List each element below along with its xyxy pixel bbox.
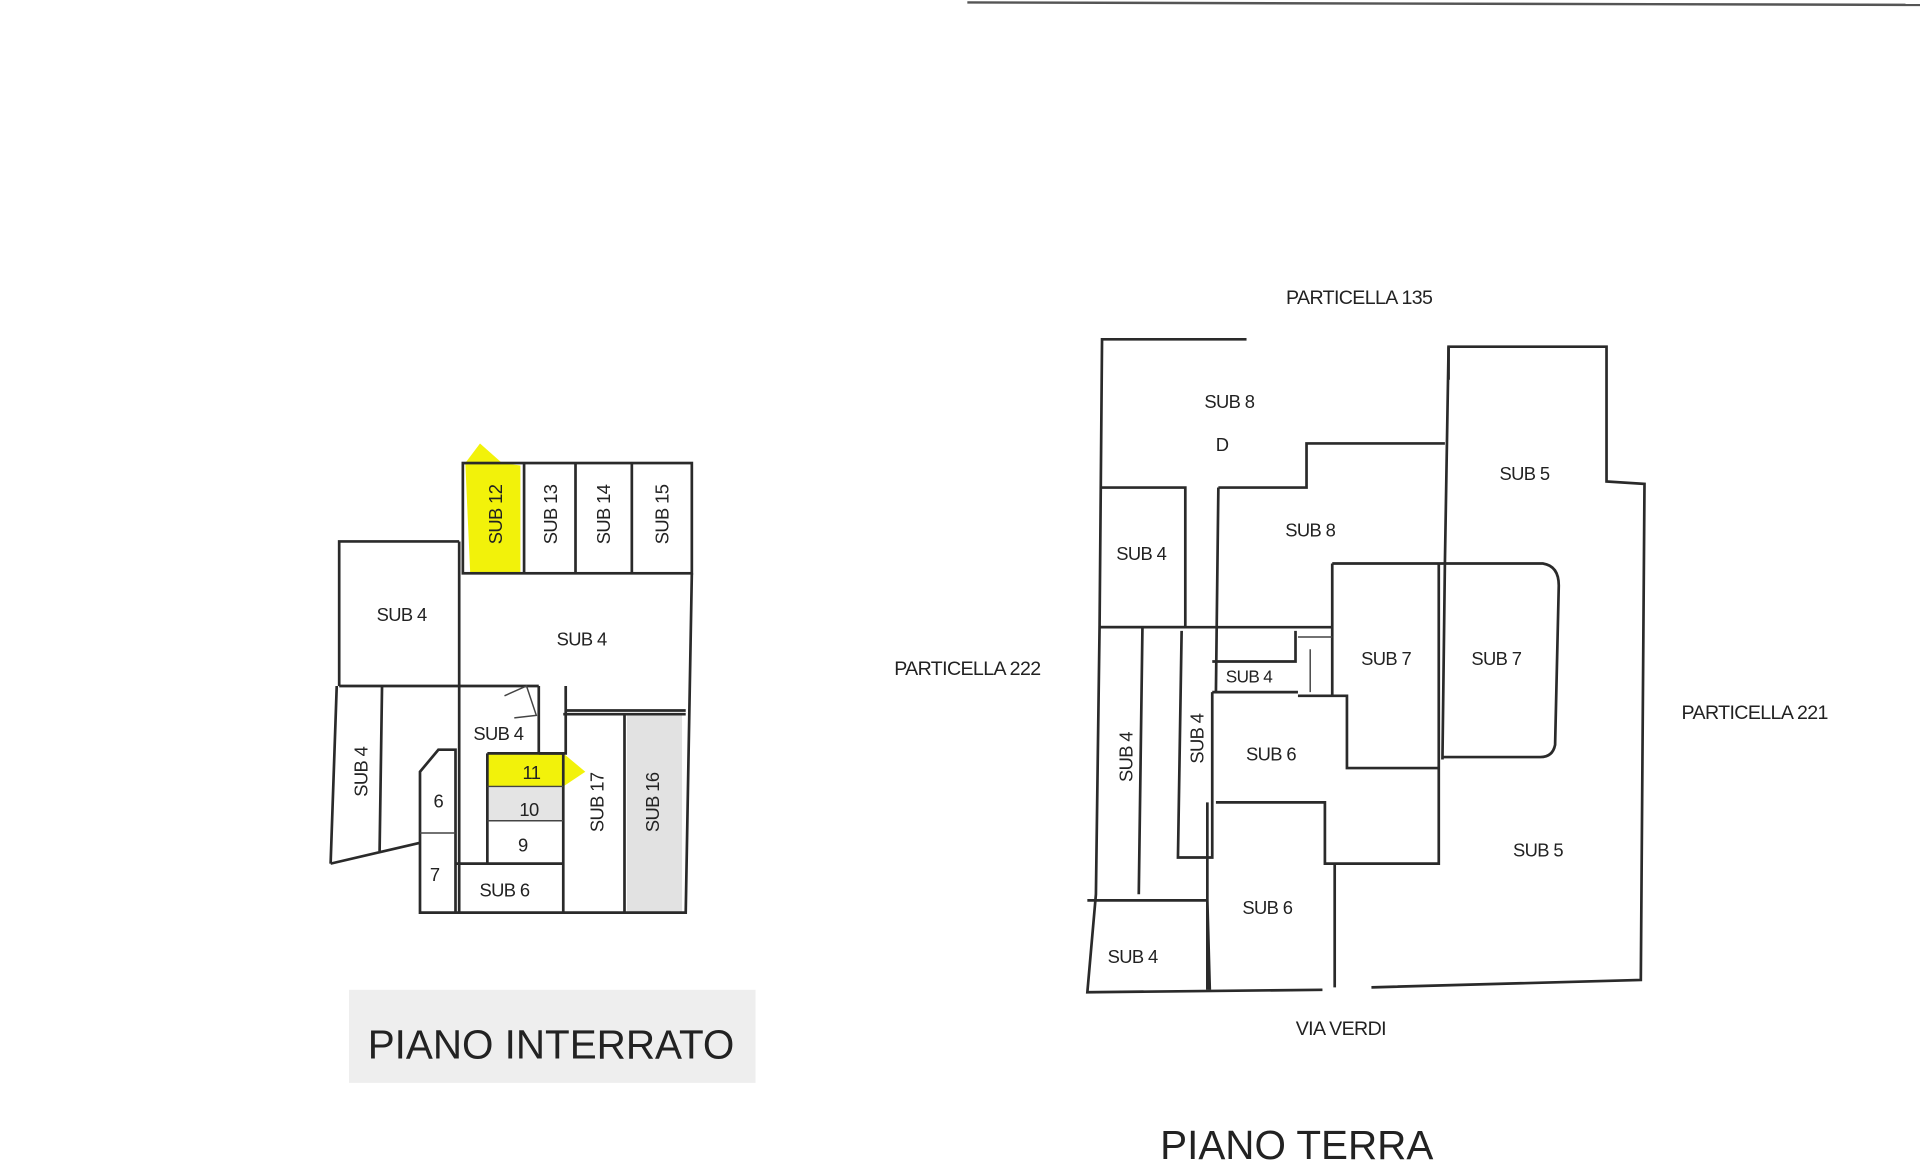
label-sub6-b: SUB 6	[1242, 897, 1292, 918]
label-sub15: SUB 15	[652, 484, 673, 544]
label-sub4-strip: SUB 4	[350, 746, 371, 796]
label-unit7: 7	[430, 864, 440, 885]
label-unit10: 10	[519, 799, 539, 820]
label-sub4-inner: SUB 4	[473, 723, 523, 744]
basement-title: PIANO INTERRATO	[368, 1021, 735, 1067]
garage-row	[461, 461, 694, 575]
label-unit6: 6	[434, 790, 444, 811]
title-background	[348, 989, 756, 1083]
neighbor-south: VIA VERDI	[1296, 1018, 1386, 1040]
label-sub5-bottom: SUB 5	[1513, 839, 1563, 860]
label-sub4-left: SUB 4	[1116, 543, 1166, 564]
label-sub4-left: SUB 4	[377, 604, 427, 625]
label-sub12: SUB 12	[485, 484, 506, 544]
label-sub6: SUB 6	[479, 880, 529, 901]
label-sub4-small: SUB 4	[1226, 666, 1274, 686]
label-sub8: SUB 8	[1285, 520, 1335, 541]
label-sub4-strip1: SUB 4	[1116, 732, 1137, 782]
basement-plan: SUB 12 SUB 13 SUB 14 SUB 15 SUB 4 SUB 4 …	[329, 443, 756, 1083]
label-sub7-a: SUB 7	[1361, 648, 1411, 669]
label-sub8-top: SUB 8	[1204, 391, 1254, 412]
label-sub13: SUB 13	[540, 484, 561, 544]
label-d: D	[1216, 434, 1229, 455]
label-sub7-b: SUB 7	[1471, 648, 1521, 669]
ground-floor-plan: PARTICELLA 135 PARTICELLA 222 PARTICELLA…	[894, 287, 1828, 1168]
sub12-highlight	[465, 443, 521, 574]
label-sub14: SUB 14	[593, 484, 614, 544]
neighbor-north: PARTICELLA 135	[1286, 287, 1433, 309]
unit10-shade	[487, 786, 564, 821]
label-sub17: SUB 17	[587, 772, 608, 832]
label-sub4-bottom: SUB 4	[1108, 946, 1158, 967]
ground-title: PIANO TERRA	[1160, 1122, 1433, 1168]
label-unit11: 11	[523, 762, 541, 783]
label-sub4-main: SUB 4	[557, 629, 607, 650]
label-sub5-top: SUB 5	[1499, 463, 1549, 484]
sub16-shade	[626, 714, 683, 913]
label-unit9: 9	[518, 834, 528, 855]
label-sub4-strip2: SUB 4	[1187, 713, 1208, 763]
label-sub6-a: SUB 6	[1246, 744, 1296, 765]
label-sub16: SUB 16	[642, 772, 663, 832]
neighbor-west: PARTICELLA 222	[894, 658, 1040, 680]
neighbor-east: PARTICELLA 221	[1682, 702, 1828, 724]
scan-edge-line	[967, 1, 1920, 7]
unit11-highlight	[487, 753, 586, 787]
